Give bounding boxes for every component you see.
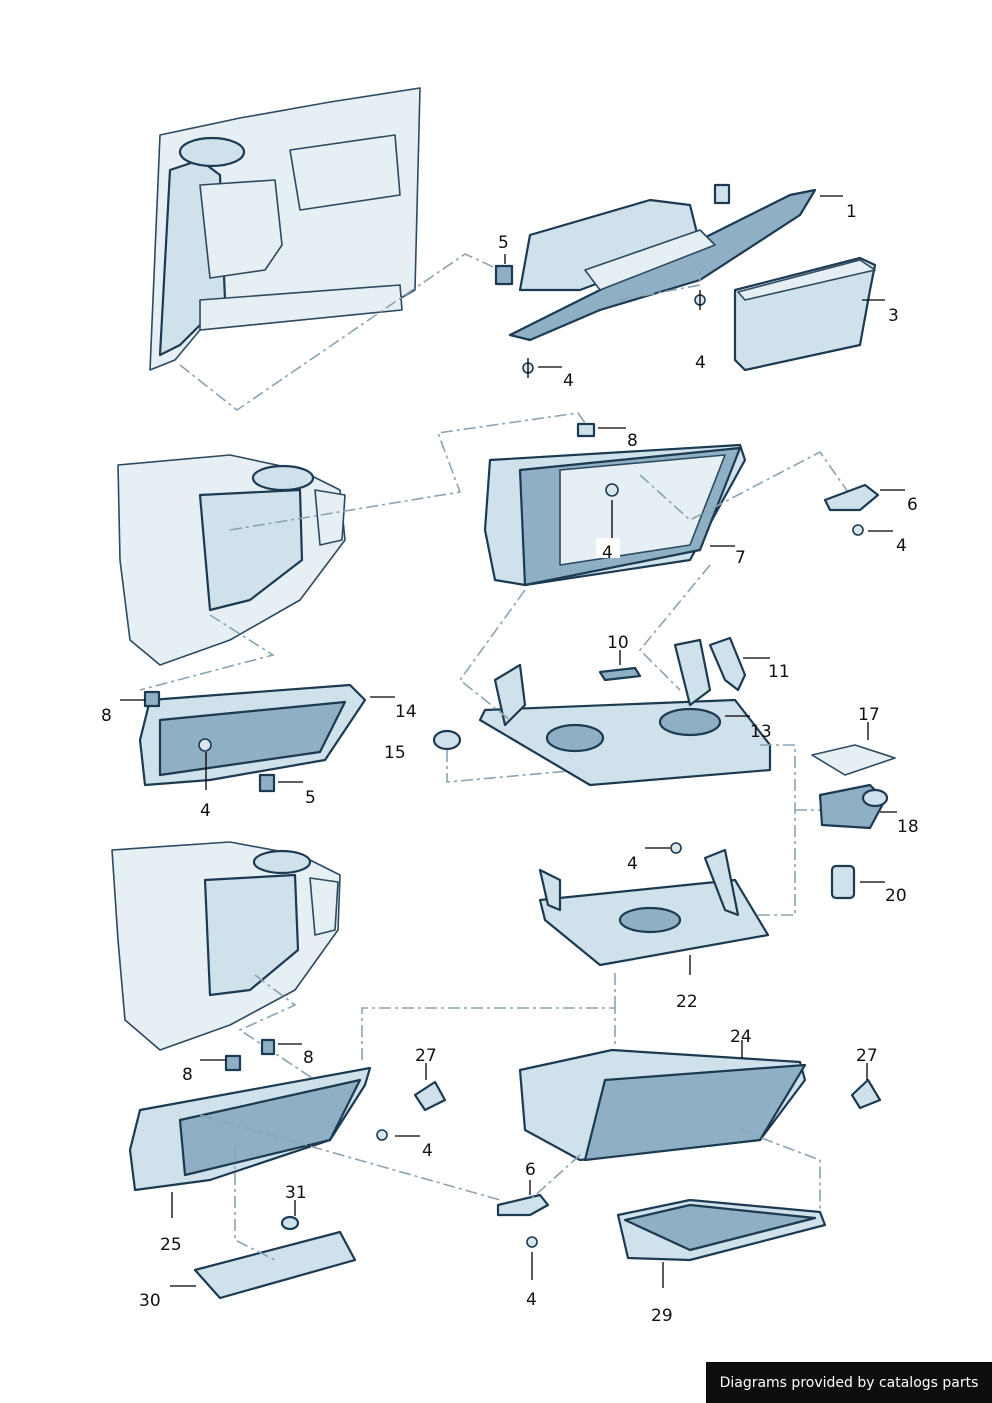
connector-line <box>446 750 581 783</box>
label-6: 6 <box>525 1160 536 1180</box>
connector-line <box>619 270 701 301</box>
label-4: 4 <box>695 353 706 373</box>
part-8-clip-c <box>224 1054 242 1072</box>
label-6: 6 <box>907 495 918 515</box>
part-3-lid <box>733 256 877 372</box>
footer-text: Diagrams provided by catalogs parts <box>719 1374 979 1391</box>
part-27-cap-left <box>413 1080 447 1112</box>
screw-icon <box>198 738 212 752</box>
label-27: 27 <box>415 1046 437 1066</box>
label-5: 5 <box>305 788 316 808</box>
connector-line <box>139 614 275 691</box>
label-30: 30 <box>139 1291 161 1311</box>
part-6-latch-bottom <box>496 1193 550 1217</box>
part-13-cupholder <box>478 638 772 787</box>
label-25: 25 <box>160 1235 182 1255</box>
screw-icon <box>526 1236 538 1248</box>
label-4: 4 <box>563 371 574 391</box>
part-29-drawer <box>616 1198 827 1262</box>
label-4: 4 <box>896 536 907 556</box>
part-22-tray <box>538 848 770 967</box>
part-6-latch <box>823 483 880 536</box>
label-24: 24 <box>730 1027 752 1047</box>
part-10-insert <box>598 666 642 682</box>
label-backdrop <box>596 538 620 558</box>
label-8: 8 <box>627 431 638 451</box>
connector-line <box>639 450 849 521</box>
part-7-glovebox-shell <box>483 443 747 587</box>
label-15: 15 <box>384 743 406 763</box>
screw-icon <box>376 1129 388 1141</box>
label-3: 3 <box>888 306 899 326</box>
dashboard-middle <box>117 454 346 666</box>
part-30-bracket <box>193 1230 357 1300</box>
connector-line <box>238 974 331 1091</box>
connector-line <box>179 253 501 411</box>
label-11: 11 <box>768 662 790 682</box>
label-22: 22 <box>676 992 698 1012</box>
part-24-glovebox <box>518 1048 807 1162</box>
part-8-clip <box>576 422 596 438</box>
dashboard-top <box>149 87 421 371</box>
part-15-cap <box>432 729 462 751</box>
footer-credit: Diagrams provided by catalogs parts <box>706 1362 992 1403</box>
screw-icon <box>522 290 706 378</box>
connector-line <box>529 1154 581 1201</box>
leader-lines <box>120 195 905 1288</box>
connector-line <box>361 1007 616 1060</box>
part-11-arm <box>708 636 747 692</box>
connector-line <box>735 744 796 916</box>
part-31-plug <box>280 1215 300 1231</box>
connector-line <box>638 564 711 691</box>
part-5-clip-bottom <box>258 773 276 793</box>
label-27: 27 <box>856 1046 878 1066</box>
label-4: 4 <box>200 801 211 821</box>
label-20: 20 <box>885 886 907 906</box>
label-4: 4 <box>526 1290 537 1310</box>
label-8: 8 <box>101 706 112 726</box>
label-18: 18 <box>897 817 919 837</box>
label-4: 4 <box>602 543 613 563</box>
label-14: 14 <box>395 702 417 722</box>
label-7: 7 <box>735 548 746 568</box>
connector-line <box>229 412 591 531</box>
part-5-clip-top <box>494 264 514 286</box>
label-10: 10 <box>607 633 629 653</box>
part-8-clip-d <box>260 1038 276 1056</box>
label-31: 31 <box>285 1183 307 1203</box>
part-labels: 1 5 3 4 4 8 6 4 4 7 10 11 14 8 13 17 15 … <box>101 202 919 1326</box>
connector-line <box>234 1150 276 1261</box>
part-14-tray <box>138 683 367 787</box>
part-18-switch <box>818 783 889 830</box>
label-29: 29 <box>651 1306 673 1326</box>
label-4: 4 <box>422 1141 433 1161</box>
part-20-bulb <box>830 864 856 900</box>
part-1-glovebox-housing <box>508 183 817 342</box>
label-8: 8 <box>182 1065 193 1085</box>
part-8-clip-left <box>143 690 161 708</box>
label-4: 4 <box>627 854 638 874</box>
label-8: 8 <box>303 1048 314 1068</box>
connector-line <box>199 1114 501 1201</box>
part-17-gasket <box>811 744 896 776</box>
label-17: 17 <box>858 705 880 725</box>
part-27-cap-right <box>850 1078 882 1110</box>
label-13: 13 <box>750 722 772 742</box>
label-5: 5 <box>498 233 509 253</box>
connector-line <box>739 1129 821 1210</box>
screw-icon <box>605 483 619 540</box>
screw-icon <box>670 842 682 854</box>
label-1: 1 <box>846 202 857 222</box>
dashboard-bottom <box>111 841 341 1051</box>
